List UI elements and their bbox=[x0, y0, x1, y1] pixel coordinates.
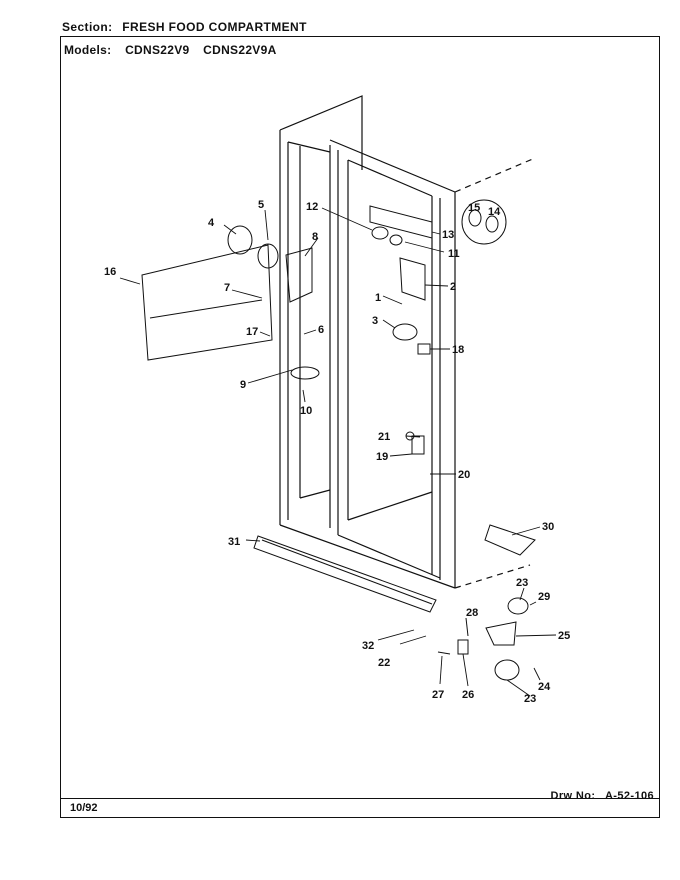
callout-12: 12 bbox=[306, 201, 318, 213]
callout-16: 16 bbox=[104, 266, 116, 278]
drawing-frame bbox=[60, 36, 660, 818]
callout-28: 28 bbox=[466, 607, 478, 619]
callout-18: 18 bbox=[452, 344, 464, 356]
callout-23a: 23 bbox=[516, 577, 528, 589]
callout-17: 17 bbox=[246, 326, 258, 338]
callout-24: 24 bbox=[538, 681, 551, 693]
leader-lines bbox=[119, 207, 557, 697]
callout-23b: 23 bbox=[524, 693, 536, 705]
callout-8: 8 bbox=[312, 231, 318, 243]
callout-7: 7 bbox=[224, 282, 230, 294]
part-callouts: 1 2 3 4 5 6 7 8 9 10 11 12 13 14 15 16 1… bbox=[104, 199, 570, 705]
callout-10: 10 bbox=[300, 405, 312, 417]
callout-32: 32 bbox=[362, 640, 374, 652]
callout-14: 14 bbox=[488, 206, 501, 218]
callout-26: 26 bbox=[462, 689, 474, 701]
callout-31: 31 bbox=[228, 536, 240, 548]
callout-13: 13 bbox=[442, 229, 454, 241]
callout-2: 2 bbox=[450, 281, 456, 293]
footer-rule bbox=[60, 798, 660, 799]
models-header: Models: CDNS22V9 CDNS22V9A bbox=[64, 43, 287, 57]
drawing-number: A-52-106 bbox=[604, 790, 654, 802]
cabinet-outline bbox=[279, 95, 536, 589]
parts-sketches bbox=[141, 199, 536, 681]
callout-5: 5 bbox=[258, 199, 264, 211]
drawing-number-block: Drw No: A-52-106 bbox=[545, 790, 655, 802]
models-label: Models: bbox=[64, 43, 112, 57]
section-label: Section: bbox=[62, 20, 113, 34]
section-value: FRESH FOOD COMPARTMENT bbox=[122, 20, 307, 34]
revision-date: 10/92 bbox=[70, 802, 98, 814]
model-number-1: CDNS22V9 bbox=[125, 43, 190, 57]
callout-30: 30 bbox=[542, 521, 554, 533]
callout-22: 22 bbox=[378, 657, 390, 669]
model-number-2: CDNS22V9A bbox=[203, 43, 277, 57]
callout-25: 25 bbox=[558, 630, 570, 642]
callout-9: 9 bbox=[240, 379, 246, 391]
callout-15: 15 bbox=[468, 202, 480, 214]
section-header: Section: FRESH FOOD COMPARTMENT bbox=[62, 20, 313, 34]
callout-4: 4 bbox=[208, 217, 215, 229]
callout-27: 27 bbox=[432, 689, 444, 701]
callout-19: 19 bbox=[376, 451, 388, 463]
drawing-label: Drw No: bbox=[550, 790, 596, 802]
callout-6: 6 bbox=[318, 324, 324, 336]
callout-21: 21 bbox=[378, 431, 390, 443]
callout-11: 11 bbox=[448, 248, 460, 260]
callout-1: 1 bbox=[375, 292, 381, 304]
callout-20: 20 bbox=[458, 469, 470, 481]
callout-3: 3 bbox=[372, 315, 378, 327]
callout-29: 29 bbox=[538, 591, 550, 603]
